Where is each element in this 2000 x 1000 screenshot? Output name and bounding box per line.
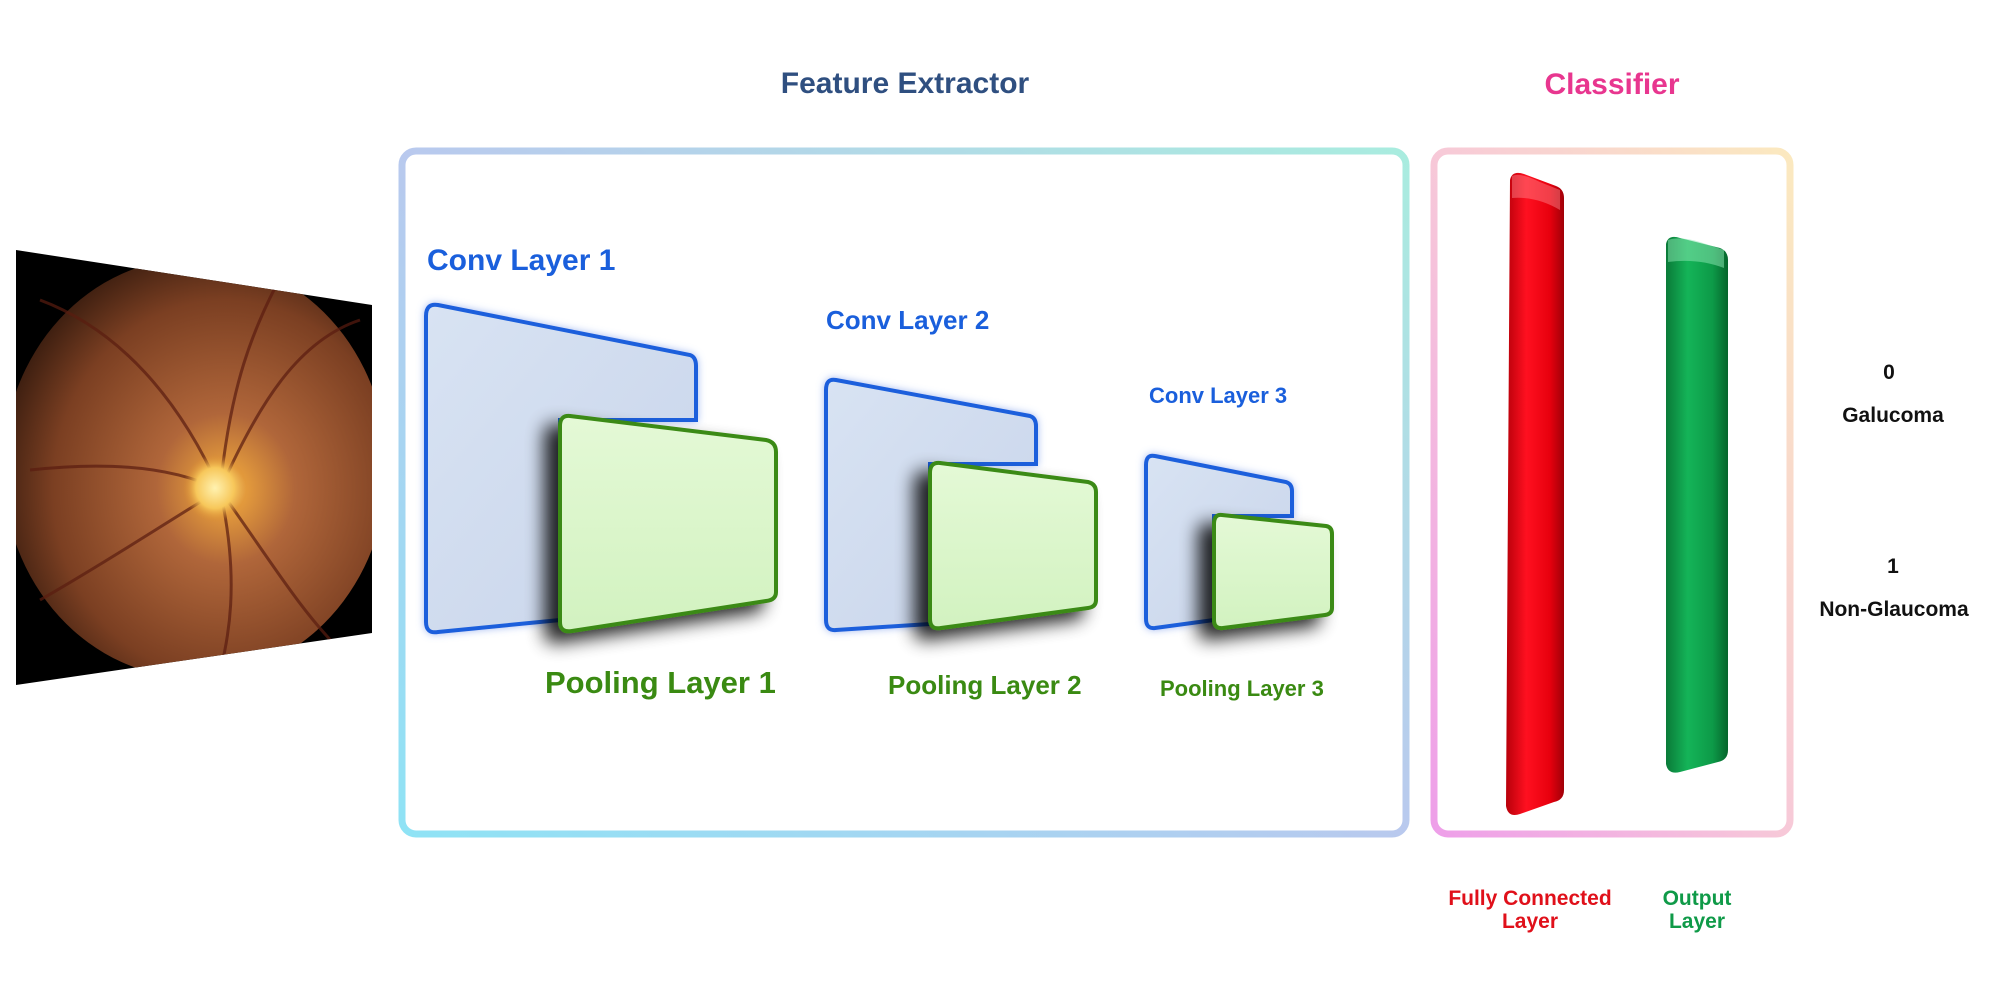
class-1-value: 1: [1887, 555, 1899, 578]
conv-layer-3-label: Conv Layer 3: [1149, 383, 1287, 408]
class-1-label: Non-Glaucoma: [1819, 598, 1969, 621]
pooling-layer-1-label: Pooling Layer 1: [545, 665, 776, 700]
output-label-line2: Layer: [1669, 910, 1725, 933]
pooling-layer-2-plane: [928, 460, 1098, 631]
pooling-layer-3-plane: [1212, 512, 1334, 631]
pooling-layer-1-plane: [558, 413, 778, 634]
class-0-label: Galucoma: [1842, 404, 1944, 427]
fully-connected-layer-bar: [1506, 172, 1564, 815]
fundus-input-image: [16, 250, 372, 685]
conv-layer-2-label: Conv Layer 2: [826, 305, 989, 335]
fully-connected-label-line1: Fully Connected: [1448, 887, 1611, 910]
pooling-layer-2-label: Pooling Layer 2: [888, 670, 1082, 700]
conv-layer-1-block: [424, 302, 778, 635]
pooling-layer-3-label: Pooling Layer 3: [1160, 676, 1324, 701]
conv-layer-2-block: [824, 377, 1098, 633]
conv-layer-2-plane: [824, 377, 1038, 633]
classifier-title: Classifier: [1544, 68, 1679, 101]
class-0-value: 0: [1883, 361, 1895, 384]
classifier-frame: [1430, 147, 1794, 838]
output-layer-bar: [1666, 236, 1728, 773]
conv-layer-1-label: Conv Layer 1: [427, 244, 615, 277]
feature-extractor-title: Feature Extractor: [781, 67, 1030, 100]
output-label-line1: Output: [1663, 887, 1732, 910]
conv-layer-3-plane: [1144, 453, 1294, 631]
fully-connected-label-line2: Layer: [1502, 910, 1558, 933]
conv-layer-1-plane: [424, 302, 698, 635]
conv-layer-3-block: [1144, 453, 1334, 631]
